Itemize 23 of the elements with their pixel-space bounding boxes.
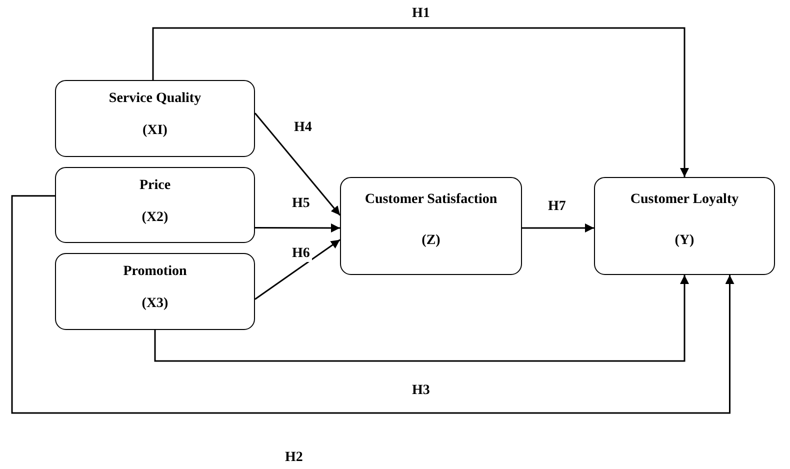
arrow	[522, 223, 594, 232]
arrow	[254, 112, 341, 216]
edge-label: H6	[290, 246, 312, 262]
arrow	[255, 223, 340, 232]
arrow	[154, 275, 689, 362]
construct-box	[55, 253, 255, 330]
construct-box	[340, 177, 522, 275]
construct-name: Customer Satisfaction	[364, 192, 498, 208]
construct-code: (Y)	[674, 233, 696, 249]
construct-name: Price	[138, 178, 172, 194]
construct-name: Promotion	[122, 264, 188, 280]
arrow	[152, 27, 689, 177]
construct-name: Customer Loyalty	[629, 192, 740, 208]
construct-name: Service Quality	[108, 91, 202, 107]
arrow	[254, 239, 340, 300]
construct-code: (X2)	[140, 210, 170, 226]
construct-box	[55, 80, 255, 157]
construct-code: (Z)	[420, 233, 442, 249]
construct-code: (XI)	[142, 123, 168, 139]
arrow	[11, 195, 734, 414]
construct-box	[55, 167, 255, 243]
construct-code: (X3)	[140, 296, 170, 312]
construct-box	[594, 177, 775, 275]
